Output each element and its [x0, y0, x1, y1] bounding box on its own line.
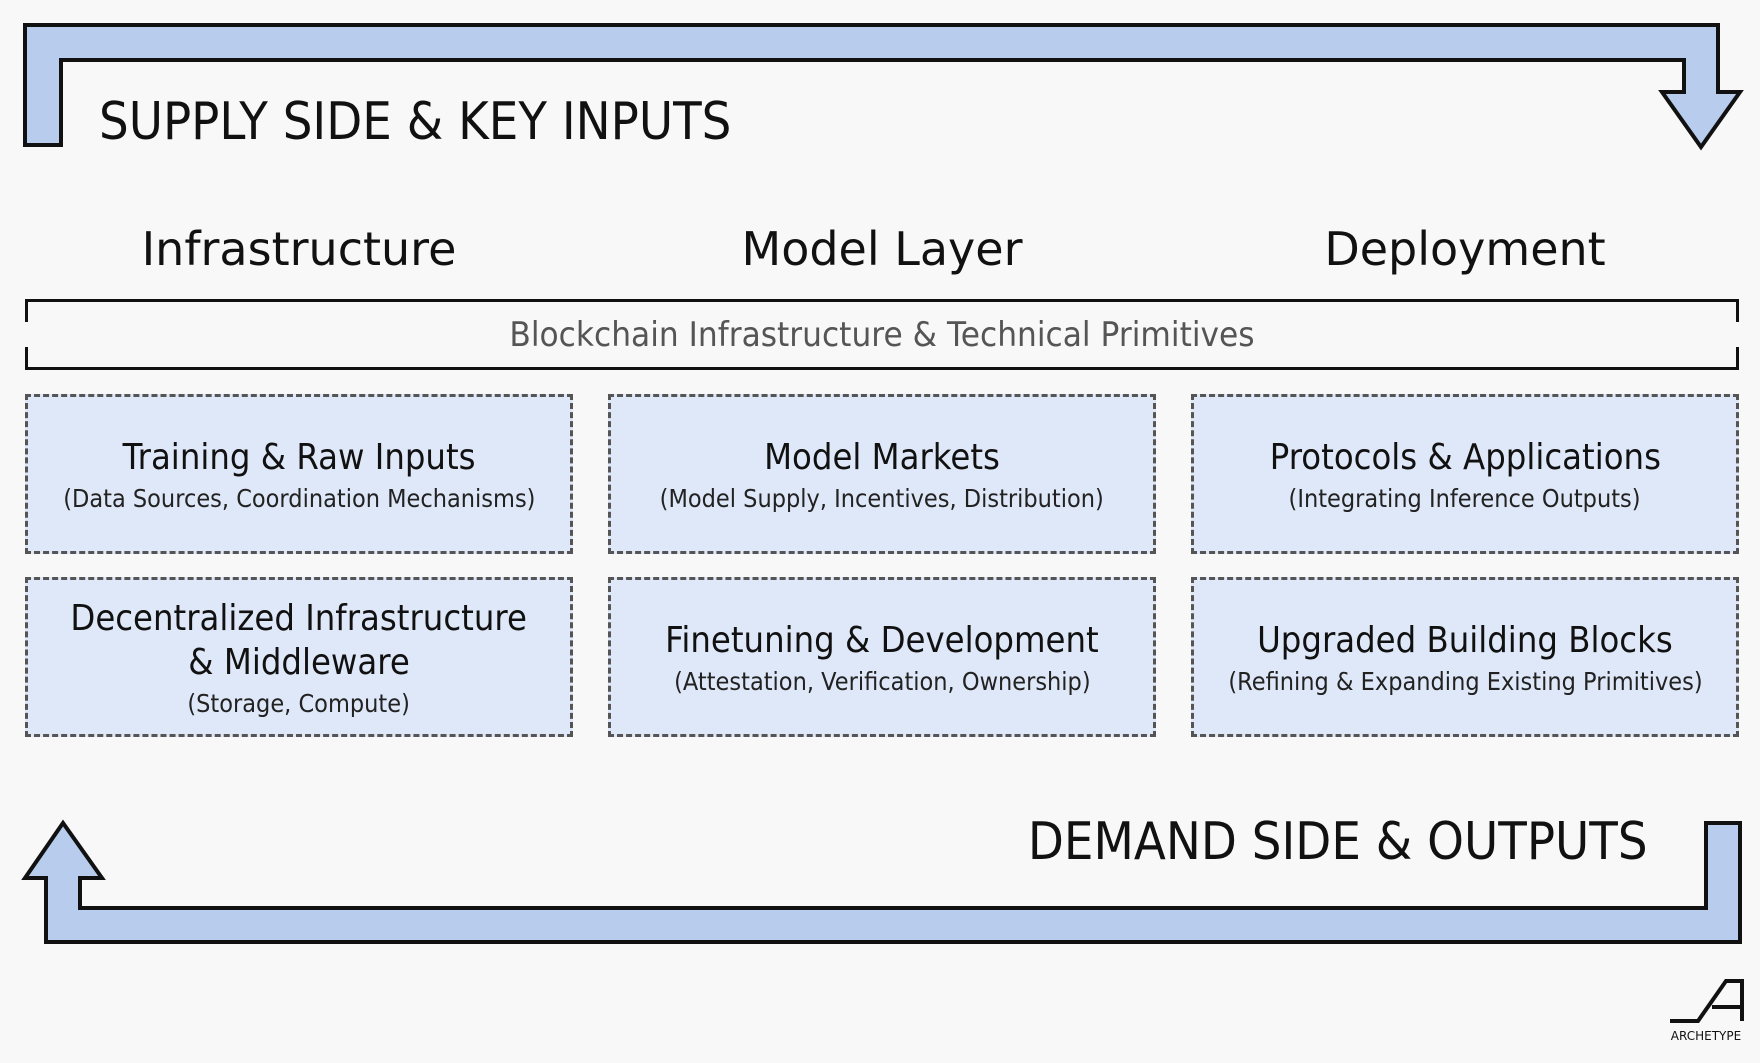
- box-title: Upgraded Building Blocks: [1257, 619, 1673, 661]
- box-subtitle: (Storage, Compute): [187, 688, 411, 718]
- box-protocols-applications: Protocols & Applications (Integrating In…: [1191, 394, 1739, 554]
- box-title: Protocols & Applications: [1269, 436, 1661, 478]
- box-decentralized-infrastructure: Decentralized Infrastructure & Middlewar…: [25, 577, 573, 737]
- box-title: Finetuning & Development: [665, 619, 1099, 661]
- box-subtitle: (Data Sources, Coordination Mechanisms): [62, 483, 536, 513]
- box-title: Training & Raw Inputs: [122, 436, 476, 478]
- box-training-raw-inputs: Training & Raw Inputs (Data Sources, Coo…: [25, 394, 573, 554]
- column-header-deployment: Deployment: [1324, 222, 1606, 276]
- supply-flow-arrow: [23, 23, 1744, 151]
- box-title-line1: Decentralized Infrastructure: [70, 597, 528, 639]
- archetype-logo-icon: [1670, 979, 1744, 1023]
- column-header-infrastructure: Infrastructure: [141, 222, 457, 276]
- supply-side-title: SUPPLY SIDE & KEY INPUTS: [99, 92, 732, 152]
- archetype-logo: ARCHETYPE: [1666, 977, 1746, 1043]
- box-subtitle: (Refining & Expanding Existing Primitive…: [1227, 666, 1703, 696]
- box-finetuning-development: Finetuning & Development (Attestation, V…: [608, 577, 1156, 737]
- box-title-line2: & Middleware: [188, 641, 410, 683]
- bracket-label: Blockchain Infrastructure & Technical Pr…: [509, 314, 1255, 355]
- box-subtitle: (Model Supply, Incentives, Distribution): [659, 483, 1105, 513]
- box-model-markets: Model Markets (Model Supply, Incentives,…: [608, 394, 1156, 554]
- box-subtitle: (Integrating Inference Outputs): [1289, 483, 1641, 513]
- demand-side-title: DEMAND SIDE & OUTPUTS: [1028, 812, 1648, 872]
- demand-flow-arrow: [21, 819, 1742, 944]
- blockchain-primitives-bracket: Blockchain Infrastructure & Technical Pr…: [24, 299, 1740, 370]
- box-upgraded-building-blocks: Upgraded Building Blocks (Refining & Exp…: [1191, 577, 1739, 737]
- logo-wordmark: ARCHETYPE: [1670, 1029, 1742, 1043]
- box-subtitle: (Attestation, Verification, Ownership): [673, 666, 1091, 696]
- box-title: Model Markets: [764, 436, 1000, 478]
- column-header-model-layer: Model Layer: [741, 222, 1023, 276]
